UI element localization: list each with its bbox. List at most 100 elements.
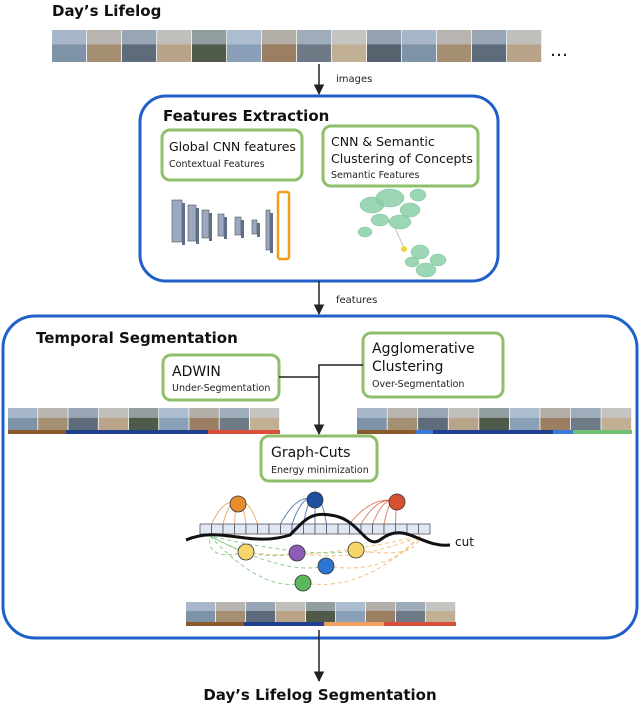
graph-edge-dashed xyxy=(209,535,247,556)
strip-frame-sky xyxy=(396,602,426,611)
strip-frame-sky xyxy=(246,602,276,611)
features-arrow-label: features xyxy=(336,295,377,306)
graph-node-cell xyxy=(280,523,293,535)
agglomerative-subtitle: Over-Segmentation xyxy=(372,379,464,390)
cnn-layer-side xyxy=(270,213,273,253)
segment-bar xyxy=(415,430,433,434)
cnn-layer xyxy=(234,216,242,236)
segment-bar xyxy=(324,622,384,626)
concept-cluster xyxy=(375,188,405,208)
output-title: Day’s Lifelog Segmentation xyxy=(203,686,436,704)
strip-frame-sky xyxy=(418,408,448,418)
segment-bar xyxy=(433,430,553,434)
graph-node-cell xyxy=(199,523,212,535)
strip-frame-sky xyxy=(472,30,507,45)
graph-node-cell xyxy=(326,523,339,535)
cnn-highlight-box xyxy=(276,190,291,261)
agglomerative-connector xyxy=(313,364,363,436)
concept-cluster xyxy=(399,202,421,218)
cnn-layer xyxy=(251,219,258,235)
strip-ellipsis: … xyxy=(550,40,568,61)
graph-node-cell xyxy=(234,523,247,535)
strip-frame-sky xyxy=(437,30,472,45)
graph-label-node xyxy=(294,574,312,592)
segment-bar xyxy=(66,430,208,434)
concept-cluster xyxy=(415,262,437,278)
graph-node-cell xyxy=(222,523,235,535)
strip-frame-sky xyxy=(306,602,336,611)
cut-curve xyxy=(185,512,451,547)
strip-frame-sky xyxy=(509,408,540,418)
graph-edge-dashed xyxy=(355,535,421,554)
segment-bar xyxy=(186,622,244,626)
lifelog-image-strip xyxy=(52,30,542,62)
images-arrow-label: images xyxy=(336,74,372,85)
strip-frame-sky xyxy=(249,408,280,418)
strip-frame-sky xyxy=(540,408,571,418)
graph-cuts-subtitle: Energy minimization xyxy=(271,465,369,476)
strip-frame-sky xyxy=(186,602,216,611)
graph-label-node xyxy=(237,543,255,561)
strip-frame-sky xyxy=(68,408,98,418)
concept-cluster xyxy=(404,256,420,268)
strip-frame-sky xyxy=(157,30,192,45)
graph-cuts-box xyxy=(259,434,379,483)
cnn-layer xyxy=(171,199,183,243)
graph-label-node xyxy=(388,493,406,511)
agglomerative-title-line1: Agglomerative xyxy=(372,341,475,357)
semantic-title-line1: CNN & Semantic xyxy=(331,134,435,149)
adwin-title: ADWIN xyxy=(172,364,221,380)
strip-frame-sky xyxy=(227,30,262,45)
graph-node-cell xyxy=(406,523,419,535)
strip-frame-sky xyxy=(366,602,396,611)
semantic-clustering-box xyxy=(321,124,480,188)
cut-label: cut xyxy=(455,535,474,549)
cnn-layer-side xyxy=(257,223,260,237)
strip-frame-sky xyxy=(426,602,456,611)
graph-node-cell xyxy=(372,523,385,535)
strip-frame-sky xyxy=(192,30,227,45)
strip-frame-sky xyxy=(276,602,306,611)
graph-label-node xyxy=(347,541,365,559)
segment-bar xyxy=(244,622,324,626)
strip-frame-sky xyxy=(601,408,632,418)
concept-node xyxy=(401,246,407,252)
under-segmentation-strip xyxy=(8,408,280,434)
strip-frame-sky xyxy=(332,30,367,45)
concept-cluster xyxy=(409,188,427,202)
graph-node-cell xyxy=(257,523,270,535)
features-extraction-title: Features Extraction xyxy=(163,107,329,125)
over-segmentation-strip xyxy=(357,408,632,434)
graph-node-cell xyxy=(303,523,316,535)
strip-frame-sky xyxy=(98,408,129,418)
cnn-layer-side xyxy=(224,217,227,239)
strip-frame-sky xyxy=(8,408,38,418)
strip-frame-sky xyxy=(262,30,297,45)
graph-node-cell xyxy=(268,523,281,535)
global-cnn-box xyxy=(160,128,304,182)
graph-label-node xyxy=(317,557,335,575)
graph-label-node xyxy=(229,495,247,513)
semantic-subtitle: Semantic Features xyxy=(331,170,419,181)
cnn-architecture-illustration xyxy=(171,190,291,261)
segment-bar xyxy=(573,430,632,434)
segment-bar xyxy=(208,430,280,434)
graph-node-cell xyxy=(211,523,224,535)
strip-frame-sky xyxy=(387,408,418,418)
concept-cluster xyxy=(388,214,412,230)
strip-frame-sky xyxy=(357,408,387,418)
graph-node-cell xyxy=(418,523,431,535)
graph-edge-dashed xyxy=(209,535,304,585)
cnn-layer xyxy=(201,209,210,239)
strip-frame-sky xyxy=(297,30,332,45)
cnn-layer-side xyxy=(196,208,199,244)
cnn-layer-side xyxy=(182,203,185,245)
agglomerative-title-line2: Clustering xyxy=(372,359,443,375)
graph-cuts-title: Graph-Cuts xyxy=(271,445,350,461)
strip-frame-sky xyxy=(128,408,159,418)
final-segmentation-strip xyxy=(186,602,456,626)
strip-frame-sky xyxy=(122,30,157,45)
cnn-layer xyxy=(217,213,225,237)
segment-bar xyxy=(553,430,573,434)
